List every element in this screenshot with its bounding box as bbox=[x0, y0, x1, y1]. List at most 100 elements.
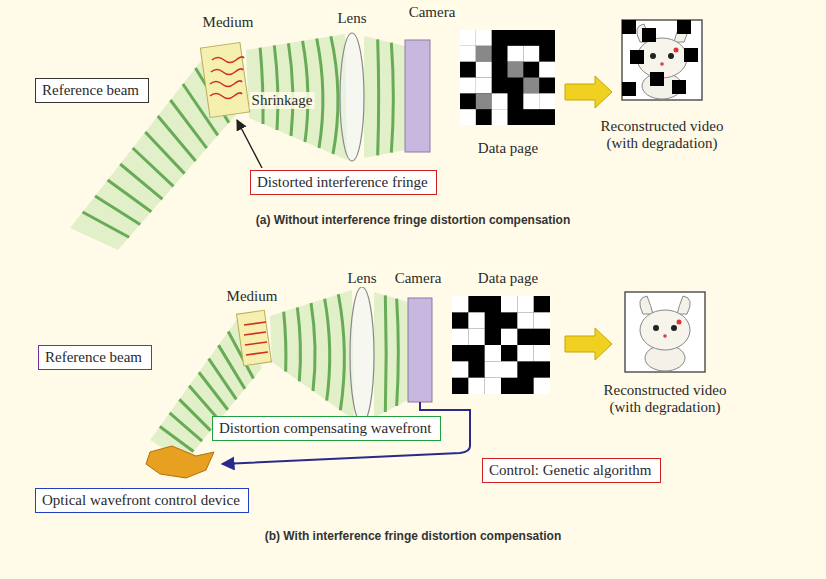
callout-box: Reference beam bbox=[35, 78, 149, 103]
data-bit bbox=[508, 46, 524, 62]
wavefront bbox=[384, 295, 388, 412]
wavefront bbox=[209, 359, 237, 400]
wavefront bbox=[274, 45, 278, 130]
data-bit bbox=[501, 296, 517, 312]
part-label: Lens bbox=[335, 10, 368, 27]
data-bit bbox=[534, 312, 550, 328]
data-bit bbox=[492, 93, 508, 109]
data-page-ground bbox=[460, 30, 555, 125]
panel-caption: (b) With interference fringe distortion … bbox=[263, 530, 564, 544]
data-bit bbox=[452, 361, 468, 377]
wavefront bbox=[260, 48, 263, 124]
wavefront bbox=[311, 303, 315, 391]
wavefront bbox=[378, 39, 379, 155]
wavefront bbox=[397, 299, 399, 406]
yellow-arrow bbox=[565, 76, 612, 108]
data-bit bbox=[523, 46, 539, 62]
data-bit bbox=[517, 345, 533, 361]
wavefront bbox=[83, 212, 130, 237]
camera bbox=[408, 298, 432, 402]
data-bit bbox=[539, 62, 555, 78]
part-label: Reconstructed video (with degradation) bbox=[588, 382, 742, 417]
data-bit bbox=[534, 378, 550, 394]
data-bit bbox=[492, 109, 508, 125]
callout-text: Optical wavefront control device bbox=[42, 491, 242, 509]
part-label: Data page bbox=[476, 270, 540, 287]
wavefront bbox=[288, 43, 292, 136]
data-bit bbox=[517, 296, 533, 312]
data-bit bbox=[485, 361, 501, 377]
degraded-block bbox=[642, 28, 656, 42]
reconstructed-video bbox=[625, 292, 705, 372]
wavefront bbox=[297, 307, 300, 381]
beam-band bbox=[246, 34, 347, 160]
data-page-degraded bbox=[460, 30, 555, 125]
data-bit bbox=[485, 345, 501, 361]
callout-box: Distortion compensating wavefront bbox=[212, 416, 441, 441]
data-bit bbox=[501, 361, 517, 377]
callout-text: Reference beam bbox=[45, 348, 145, 366]
part-label: Lens bbox=[345, 270, 378, 287]
wavefront bbox=[145, 132, 184, 174]
wavefront bbox=[218, 345, 244, 389]
data-bit bbox=[485, 378, 501, 394]
data-bit bbox=[460, 109, 476, 125]
data-bit bbox=[460, 78, 476, 94]
callout-box: Reference beam bbox=[38, 345, 152, 370]
degraded-block bbox=[622, 20, 636, 34]
wavefront bbox=[331, 36, 338, 154]
degraded-block bbox=[630, 50, 644, 64]
degraded-block bbox=[684, 48, 698, 62]
reconstructed-video-degraded bbox=[622, 20, 702, 100]
data-bit bbox=[460, 46, 476, 62]
degraded-block bbox=[622, 82, 636, 96]
data-bit bbox=[452, 296, 468, 312]
compensated-fringe bbox=[244, 322, 268, 355]
data-bit bbox=[476, 78, 492, 94]
part-label: Camera bbox=[407, 4, 458, 21]
yellow-arrow bbox=[565, 328, 612, 360]
wavefront bbox=[158, 116, 196, 161]
recording-medium bbox=[237, 310, 272, 365]
data-bit bbox=[460, 30, 476, 46]
degraded-block bbox=[650, 72, 664, 86]
data-bit bbox=[476, 46, 492, 62]
data-page-clean bbox=[452, 296, 550, 394]
beam-band bbox=[364, 36, 405, 158]
data-bit bbox=[476, 93, 492, 109]
leader-arrow bbox=[237, 120, 262, 168]
callout-box: Distorted interference fringe bbox=[250, 170, 437, 195]
data-bit bbox=[523, 78, 539, 94]
callout-text: Reference beam bbox=[42, 81, 142, 99]
data-bit bbox=[501, 329, 517, 345]
wavefront-control-device bbox=[146, 446, 214, 478]
distorted-fringe bbox=[210, 57, 244, 99]
recording-medium bbox=[200, 43, 249, 118]
part-label: Camera bbox=[393, 270, 444, 287]
data-bit bbox=[468, 312, 484, 328]
panel-caption: (a) Without interference fringe distorti… bbox=[254, 214, 573, 228]
lens bbox=[340, 33, 364, 161]
callout-text: Distortion compensating wavefront bbox=[219, 419, 434, 437]
data-bit bbox=[452, 329, 468, 345]
wavefront bbox=[325, 299, 330, 401]
wavefront bbox=[170, 100, 206, 148]
degraded-block bbox=[677, 20, 691, 34]
wavefront bbox=[338, 294, 344, 410]
part-label: Medium bbox=[201, 14, 256, 31]
data-bit bbox=[476, 30, 492, 46]
beam-band bbox=[374, 292, 408, 418]
part-label: Data page bbox=[476, 140, 540, 157]
wavefront bbox=[284, 312, 286, 372]
data-bit bbox=[468, 378, 484, 394]
data-page-ground bbox=[452, 296, 550, 394]
data-bit bbox=[468, 329, 484, 345]
callout-text: Control: Genetic algorithm bbox=[489, 461, 654, 479]
data-bit bbox=[508, 62, 524, 78]
data-bit bbox=[517, 312, 533, 328]
part-label: Medium bbox=[225, 288, 280, 305]
callout-box: Optical wavefront control device bbox=[35, 488, 249, 513]
data-bit bbox=[534, 345, 550, 361]
beam-band bbox=[270, 290, 354, 420]
part-label: Reconstructed video (with degradation) bbox=[585, 118, 739, 153]
